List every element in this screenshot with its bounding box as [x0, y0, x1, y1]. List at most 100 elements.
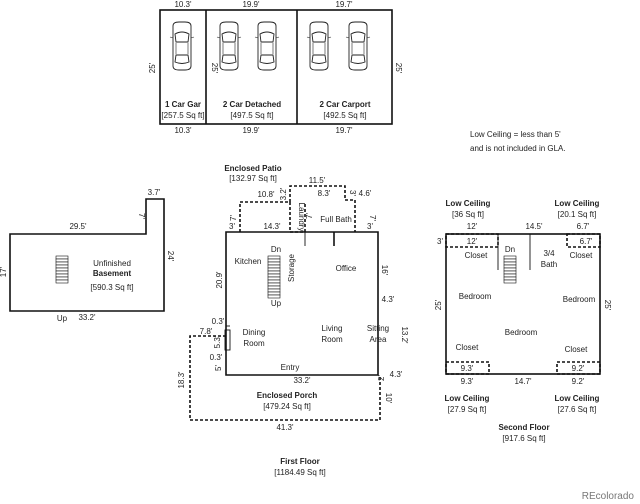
low-ceiling-area: [20.1 Sq ft]	[558, 210, 597, 219]
dim-label: 12'	[467, 222, 478, 231]
low-ceiling-zone	[445, 233, 499, 248]
car-icon	[169, 21, 195, 71]
room-label: Bedroom	[563, 295, 596, 304]
low-ceiling-zone	[566, 233, 601, 248]
dim-label: 9.2'	[572, 364, 585, 373]
dim-label: 3.2'	[279, 187, 288, 200]
low-ceiling-area: [27.6 Sq ft]	[558, 405, 597, 414]
room-label: Dining	[243, 328, 266, 337]
stairs-label: Up	[57, 314, 68, 323]
room-label: Living	[322, 324, 343, 333]
car-icon	[306, 21, 332, 71]
dim-label: 9.3'	[461, 364, 474, 373]
dim-label: 19.9'	[242, 0, 260, 9]
dim-label: 4.3'	[382, 295, 395, 304]
note-line: Low Ceiling = less than 5'	[470, 130, 561, 139]
floor-area: [917.6 Sq ft]	[502, 434, 545, 443]
basement-outline	[9, 198, 165, 312]
dim-label: 14.3'	[263, 222, 281, 231]
floor-title: First Floor	[280, 457, 320, 466]
area-label: [132.97 Sq ft]	[229, 174, 277, 183]
dim-label: 0.3'	[212, 317, 225, 326]
stairs-icon	[55, 255, 69, 284]
room-label: Room	[243, 339, 265, 348]
room-label: Office	[336, 264, 357, 273]
stairs-label: Up	[271, 299, 282, 308]
area-label: [590.3 Sq ft]	[90, 283, 133, 292]
basement-block: Unfinished Basement [590.3 Sq ft] 29.5' …	[0, 188, 175, 323]
room-label: Basement	[93, 269, 132, 278]
room-label: Laundry	[297, 203, 306, 232]
low-ceiling-title: Low Ceiling	[445, 394, 490, 403]
dim-label: 8.3'	[318, 189, 331, 198]
room-label: Closet	[565, 345, 588, 354]
dim-label: 7'	[305, 213, 314, 219]
dim-label: 11.5'	[309, 176, 326, 185]
dim-label: 4.6'	[359, 189, 372, 198]
dim-label: 19.9'	[242, 126, 260, 135]
room-label: Storage	[287, 253, 296, 282]
dim-label: 3'	[229, 222, 235, 231]
room-label: Bedroom	[459, 292, 492, 301]
area-title: Enclosed Porch	[257, 391, 318, 400]
dim-label: 0.3'	[210, 353, 223, 362]
dim-label: 7'	[137, 213, 146, 219]
stairs-label: Dn	[271, 245, 281, 254]
dim-label: 9.2'	[572, 377, 585, 386]
room-label: Area	[370, 335, 387, 344]
garage-section-area: [497.5 Sq ft]	[230, 111, 273, 120]
car-icon	[345, 21, 371, 71]
dim-label: 24'	[166, 251, 175, 262]
dim-label: 6.7'	[580, 237, 593, 246]
watermark-logo: REcolorado	[582, 491, 635, 502]
area-label: [479.24 Sq ft]	[263, 402, 311, 411]
dim-label: 5'	[214, 365, 223, 371]
dim-label: 13.2'	[400, 326, 409, 344]
low-ceiling-area: [27.9 Sq ft]	[448, 405, 487, 414]
dining-door	[224, 329, 231, 351]
dim-label: 3'	[367, 222, 373, 231]
room-label: Sitting	[367, 324, 389, 333]
stairs-icon	[267, 255, 281, 299]
dim-label: 3'	[437, 237, 443, 246]
second-floor-outline	[445, 233, 601, 375]
room-label: Bedroom	[505, 328, 538, 337]
room-label: Kitchen	[235, 257, 262, 266]
garage-outline	[159, 9, 393, 125]
low-ceiling-zone	[556, 361, 601, 375]
dim-label: 33.2'	[293, 376, 311, 385]
dim-label: 18.3'	[177, 371, 186, 389]
garage-section-area: [257.5 Sq ft]	[161, 111, 204, 120]
garage-section-name: 2 Car Carport	[319, 100, 370, 109]
dim-label: 10.3'	[174, 126, 192, 135]
dim-label: 7'	[229, 215, 238, 221]
dim-label: 33.2'	[78, 313, 96, 322]
dim-label: 12'	[467, 237, 478, 246]
garage-section-name: 1 Car Gar	[165, 100, 201, 109]
dim-label: 25'	[210, 63, 219, 74]
second-floor-block: Low Ceiling [36 Sq ft] Low Ceiling [20.1…	[434, 199, 612, 443]
porch-outline	[189, 335, 381, 421]
first-floor-block: Enclosed Patio [132.97 Sq ft] 11.5' 10.8…	[177, 164, 409, 477]
room-label: 3/4	[543, 249, 555, 258]
car-icon	[216, 21, 242, 71]
dim-label: 25'	[394, 63, 403, 74]
room-label: Closet	[465, 251, 488, 260]
dim-label: 4.3'	[390, 370, 403, 379]
dim-label: 20.9'	[215, 271, 224, 289]
room-label: Unfinished	[93, 259, 131, 268]
dim-label: 19.7'	[335, 126, 353, 135]
floor-area: [1184.49 Sq ft]	[274, 468, 325, 477]
garage-section-name: 2 Car Detached	[223, 100, 281, 109]
stairs-icon	[503, 255, 517, 284]
room-label: Closet	[456, 343, 479, 352]
dim-label: 25'	[603, 300, 612, 311]
room-label: Full Bath	[320, 215, 352, 224]
car-icon	[254, 21, 280, 71]
dim-label: 3'	[348, 190, 357, 196]
low-ceiling-title: Low Ceiling	[555, 394, 600, 403]
garage-section-area: [492.5 Sq ft]	[323, 111, 366, 120]
dim-label: 3.7'	[148, 188, 161, 197]
dim-label: 7.8'	[200, 327, 213, 336]
area-title: Enclosed Patio	[224, 164, 281, 173]
